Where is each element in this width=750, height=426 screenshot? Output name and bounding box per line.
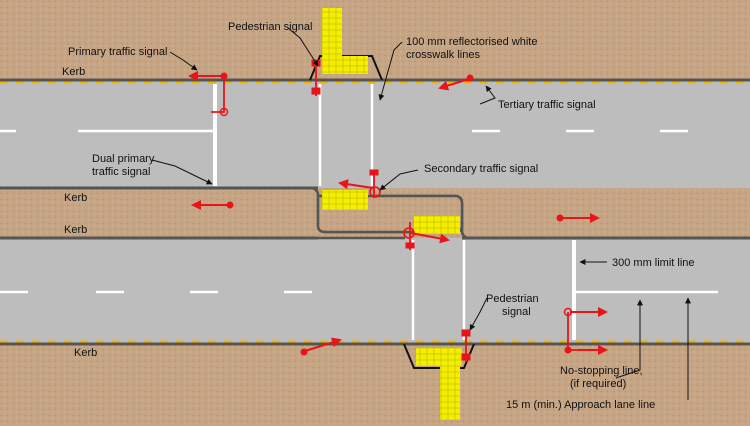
median-island — [0, 188, 750, 238]
tactile-pad-top — [322, 56, 368, 74]
label-secondary-signal: Secondary traffic signal — [424, 163, 538, 175]
leader-lines — [151, 27, 691, 400]
label-tertiary-signal: Tertiary traffic signal — [498, 99, 596, 111]
label-pedestrian-signal-bottom: Pedestrian — [486, 293, 539, 305]
labels: Pedestrian signal 100 mm reflectorised w… — [62, 21, 695, 411]
label-approach-lane: 15 m (min.) Approach lane line — [506, 399, 655, 411]
label-dual-primary-2: traffic signal — [92, 166, 151, 178]
label-kerb-median-upper: Kerb — [64, 192, 87, 204]
label-pedestrian-signal-bottom-2: signal — [502, 306, 531, 318]
label-kerb-top: Kerb — [62, 66, 85, 78]
signal-heads — [188, 59, 608, 362]
crosswalk-lines — [318, 84, 466, 340]
label-dual-primary: Dual primary — [92, 153, 155, 165]
label-limit-line: 300 mm limit line — [612, 257, 695, 269]
tactile-strip-bottom — [440, 348, 460, 420]
label-no-stopping-2: (if required) — [570, 378, 626, 390]
label-crosswalk-lines: 100 mm reflectorised white — [406, 36, 537, 48]
label-no-stopping: No-stopping line, — [560, 365, 643, 377]
label-pedestrian-signal-top: Pedestrian signal — [228, 21, 312, 33]
tactile-pad-median-right — [414, 216, 460, 234]
label-primary-signal: Primary traffic signal — [68, 46, 167, 58]
label-kerb-median-lower: Kerb — [64, 224, 87, 236]
tactile-pad-median-left — [322, 190, 368, 210]
label-kerb-bottom: Kerb — [74, 347, 97, 359]
label-crosswalk-lines-2: crosswalk lines — [406, 49, 480, 61]
